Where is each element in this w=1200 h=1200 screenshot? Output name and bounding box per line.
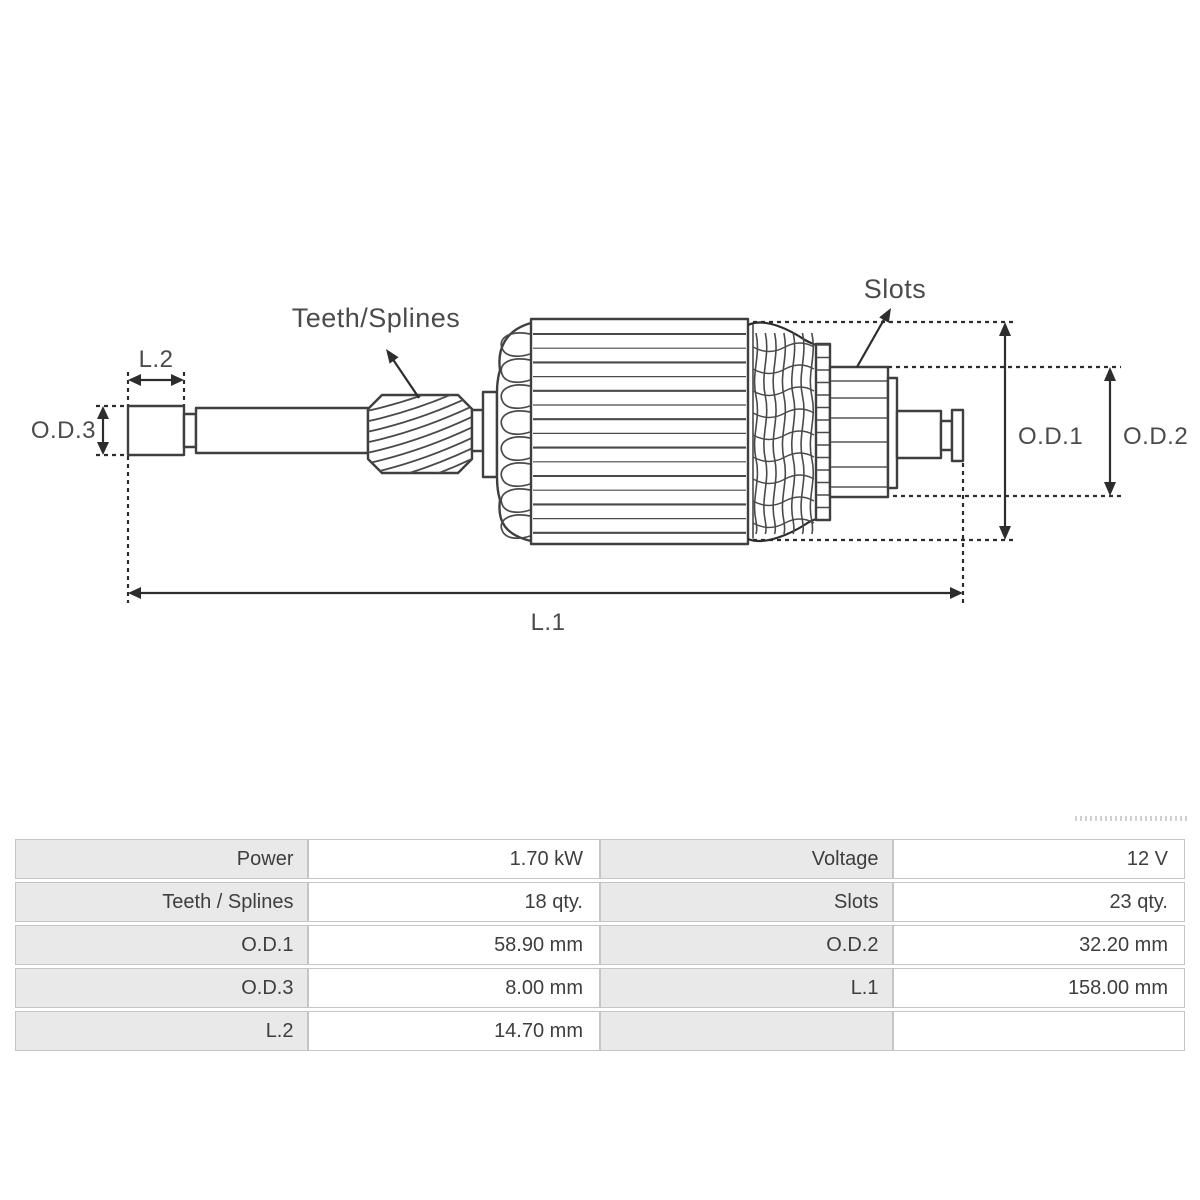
dimension-od2: O.D.2 [1104,367,1188,496]
spec-label-empty [600,1011,893,1051]
spec-value-l1: 158.00 mm [892,968,1185,1008]
shaft [194,406,370,455]
od3-label: O.D.3 [31,417,96,444]
spec-label-l1: L.1 [600,968,893,1008]
commutator-bars [831,380,887,488]
rib-band-texture [817,344,829,509]
dimension-l1: L.1 [128,587,963,636]
rear-shaft-step [895,409,943,460]
spec-value-od3: 8.00 mm [307,968,600,1008]
spec-table: Power 1.70 kW Voltage 12 V Teeth / Splin… [15,839,1185,1051]
l1-label: L.1 [531,609,566,636]
front-shaft-end [126,404,186,457]
spec-value-od2: 32.20 mm [892,925,1185,965]
od2-label: O.D.2 [1123,423,1188,450]
rear-winding-bottom-edge [747,518,817,543]
spec-value-teeth-splines: 18 qty. [307,882,600,922]
spec-label-slots: Slots [600,882,893,922]
commutator-collar [886,376,899,490]
dimension-l2: L.2 [128,346,184,386]
dimension-od1: O.D.1 [999,322,1083,540]
spec-value-empty [892,1011,1185,1051]
teeth-splines-callout: Teeth/Splines [292,303,461,399]
spec-label-power: Power [15,839,308,879]
core-end-collar [481,390,499,479]
spec-label-od1: O.D.1 [15,925,308,965]
spec-label-l2: L.2 [15,1011,308,1051]
spec-label-od3: O.D.3 [15,968,308,1008]
faint-watermark [1075,816,1189,821]
spec-label-teeth-splines: Teeth / Splines [15,882,308,922]
slots-callout: Slots [856,274,927,368]
dimension-od3: O.D.3 [31,406,109,455]
od1-label: O.D.1 [1018,423,1083,450]
spline-neck [470,408,485,453]
teeth-splines-label: Teeth/Splines [292,303,461,333]
rear-shaft-neck [939,419,954,452]
core-lamination-lines [533,332,746,534]
spec-value-od1: 58.90 mm [307,925,600,965]
armature-body [126,317,965,546]
spec-value-power: 1.70 kW [307,839,600,879]
rear-shaft-end-cap [950,408,965,463]
spec-value-slots: 23 qty. [892,882,1185,922]
dimension-extension-lines [96,320,1121,603]
slots-label: Slots [864,274,927,304]
spec-value-voltage: 12 V [892,839,1185,879]
spec-value-l2: 14.70 mm [307,1011,600,1051]
spec-label-od2: O.D.2 [600,925,893,965]
commutator [828,365,890,499]
rear-winding-texture [752,332,815,535]
l2-label: L.2 [139,346,174,373]
armature-diagram: L.2 O.D.3 L.1 O.D.1 O.D.2 [31,274,1188,636]
spec-label-voltage: Voltage [600,839,893,879]
armature-core [529,317,750,546]
rear-winding-top-edge [747,321,817,347]
front-winding-texture [500,332,531,540]
shaft-step [182,412,198,449]
